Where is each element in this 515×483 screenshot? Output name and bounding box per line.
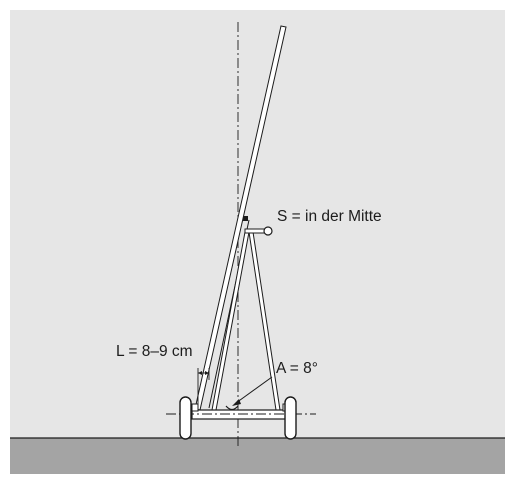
angle-arc xyxy=(225,405,239,411)
dimension-l-arrow-left xyxy=(198,371,202,375)
base-frame xyxy=(191,409,291,420)
label-l-length: L = 8–9 cm xyxy=(116,343,193,360)
background-panel xyxy=(10,10,505,438)
dimension-l-arrow-right xyxy=(205,371,209,375)
wheel-left xyxy=(179,396,192,440)
angle-leader-line xyxy=(235,376,273,404)
ground-strip xyxy=(10,438,505,474)
pivot-knob xyxy=(263,226,273,236)
label-s-center: S = in der Mitte xyxy=(277,208,382,225)
angle-leader-arrow xyxy=(232,399,241,406)
label-a-angle: A = 8° xyxy=(276,360,318,377)
center-marker xyxy=(243,216,248,221)
base-bracket-left xyxy=(191,403,199,412)
wheel-right xyxy=(284,396,297,440)
